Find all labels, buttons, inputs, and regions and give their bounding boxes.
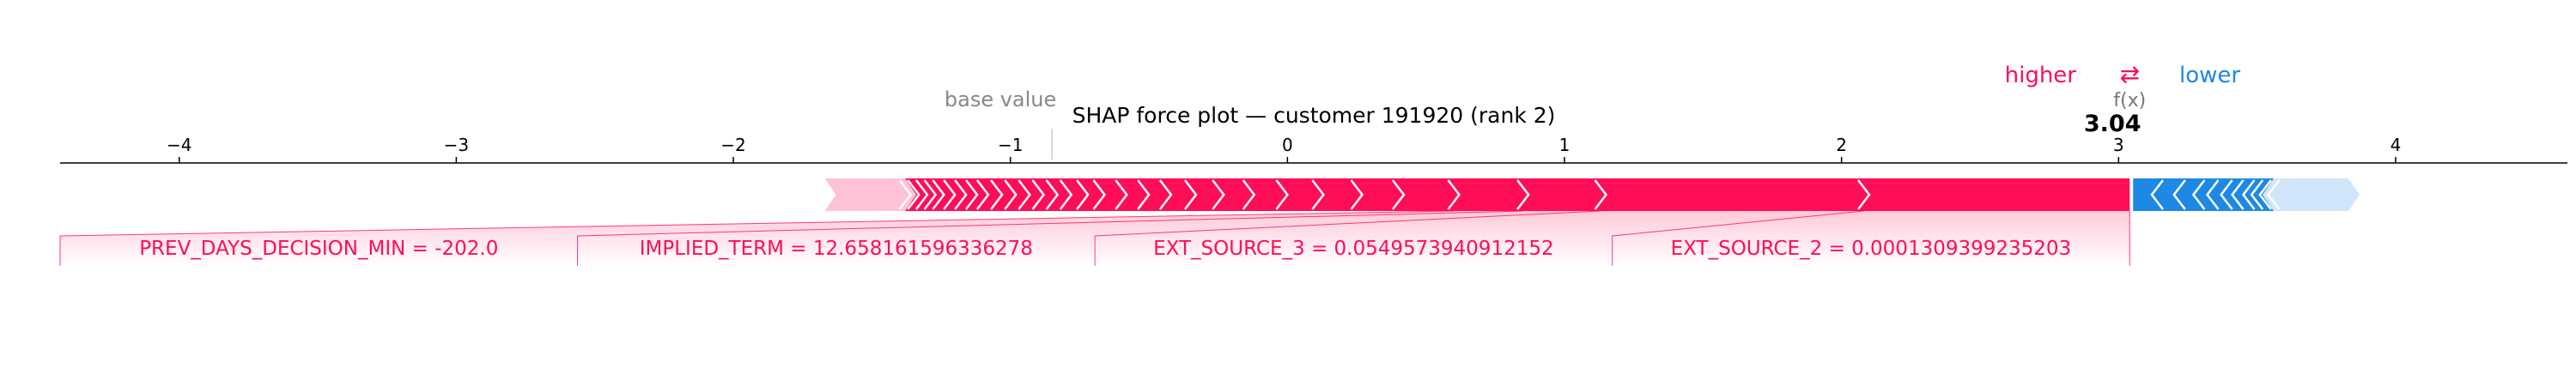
positive-feature-boundary [954, 179, 968, 210]
feature-callout-fill [60, 211, 1523, 266]
positive-feature-boundary [1311, 179, 1325, 210]
positive-feature-boundary [1018, 179, 1031, 210]
negative-feature-boundary [2191, 179, 2206, 210]
negative-feature-boundary [2172, 179, 2186, 210]
positive-feature-boundary [1045, 179, 1060, 210]
negative-feature-boundary [2205, 179, 2220, 210]
force-bars [824, 178, 2360, 211]
positive-feature-boundary [1059, 179, 1073, 210]
feature-label: IMPLIED_TERM = 12.658161596336278 [640, 238, 1033, 260]
x-tick-label: 0 [1282, 135, 1293, 155]
positive-feature-boundary [1242, 179, 1256, 210]
x-tick-label: −3 [444, 135, 469, 155]
positive-feature-boundary [1031, 179, 1046, 210]
feature-callouts: PREV_DAYS_DECISION_MIN = -202.0 IMPLIED_T… [59, 210, 2130, 266]
fx-label: f(x) [2113, 90, 2146, 112]
legend-lower: lower [2179, 63, 2240, 88]
positive-feature-boundary [943, 179, 957, 210]
positive-feature-boundary [923, 179, 938, 210]
legend-arrow-icon: ⇄ [2119, 60, 2139, 88]
feature-callout-line [1094, 210, 1601, 266]
positive-feature-boundary [898, 179, 913, 210]
x-tick-label: −4 [167, 135, 191, 155]
x-tick-label: −1 [998, 135, 1023, 155]
legend-higher: higher [2005, 63, 2077, 88]
base-value-marker: base value [945, 87, 1056, 160]
negative-feature-boundary [2150, 179, 2164, 210]
positive-feature-boundary [975, 179, 990, 210]
feature-label: EXT_SOURCE_3 = 0.0549573940912152 [1153, 238, 1554, 260]
negative-feature-boundary [2258, 179, 2272, 210]
x-tick-label: 4 [2391, 135, 2402, 155]
positive-feature-boundary [1275, 179, 1289, 210]
positive-feature-boundary [1594, 179, 1608, 210]
negative-feature-boundary [2241, 179, 2256, 210]
positive-feature-boundary [1115, 179, 1128, 210]
positive-feature-boundary [1183, 179, 1198, 210]
feature-callout-line [59, 210, 1454, 266]
positive-bar [905, 178, 2130, 211]
base-value-label: base value [945, 87, 1056, 112]
positive-feature-boundary [965, 179, 979, 210]
output-value-label: 3.04 [2084, 111, 2142, 137]
negative-feature-boundary [2250, 179, 2264, 210]
positive-bar-tail [824, 178, 917, 211]
feature-callout-fill [1612, 211, 2130, 266]
positive-feature-boundary [907, 179, 920, 210]
positive-feature-boundary [1391, 179, 1406, 210]
positive-feature-boundary [1447, 179, 1461, 210]
positive-feature-boundary [1076, 179, 1090, 210]
x-tick-label: 3 [2113, 135, 2124, 155]
positive-feature-boundary [1092, 179, 1107, 210]
x-tick-label: 2 [1836, 135, 1847, 155]
feature-callout-line [577, 210, 1523, 266]
positive-feature-boundary [932, 179, 945, 210]
feature-callout-fill [1095, 211, 1864, 266]
legend: higher ⇄ lower [2005, 60, 2241, 88]
positive-feature-boundary [1004, 179, 1018, 210]
positive-feature-boundary [1856, 179, 1871, 210]
negative-bar-tail [2262, 178, 2360, 211]
x-axis: −4 −3 −2 −1 0 1 2 3 4 [60, 135, 2567, 164]
positive-feature-boundary [914, 179, 929, 210]
feature-label: PREV_DAYS_DECISION_MIN = -202.0 [139, 238, 498, 260]
negative-feature-boundary [2266, 179, 2281, 210]
chart-title: SHAP force plot — customer 191920 (rank … [1072, 103, 1556, 128]
feature-callout-line [1612, 210, 1864, 266]
positive-feature-boundary [1350, 179, 1364, 210]
feature-label: EXT_SOURCE_2 = 0.0001309399235203 [1671, 238, 2072, 260]
positive-feature-boundary [1516, 179, 1530, 210]
feature-callout-fill [577, 211, 1601, 266]
positive-feature-boundary [990, 179, 1004, 210]
negative-feature-boundary [2230, 179, 2245, 210]
x-tick-label: −2 [720, 135, 745, 155]
output-value-marker: f(x) 3.04 [2084, 90, 2146, 137]
positive-feature-boundary [1158, 179, 1173, 210]
x-tick-label: 1 [1559, 135, 1571, 155]
positive-feature-boundary [1137, 179, 1151, 210]
negative-feature-boundary [2220, 179, 2233, 210]
positive-feature-boundary [1212, 179, 1225, 210]
